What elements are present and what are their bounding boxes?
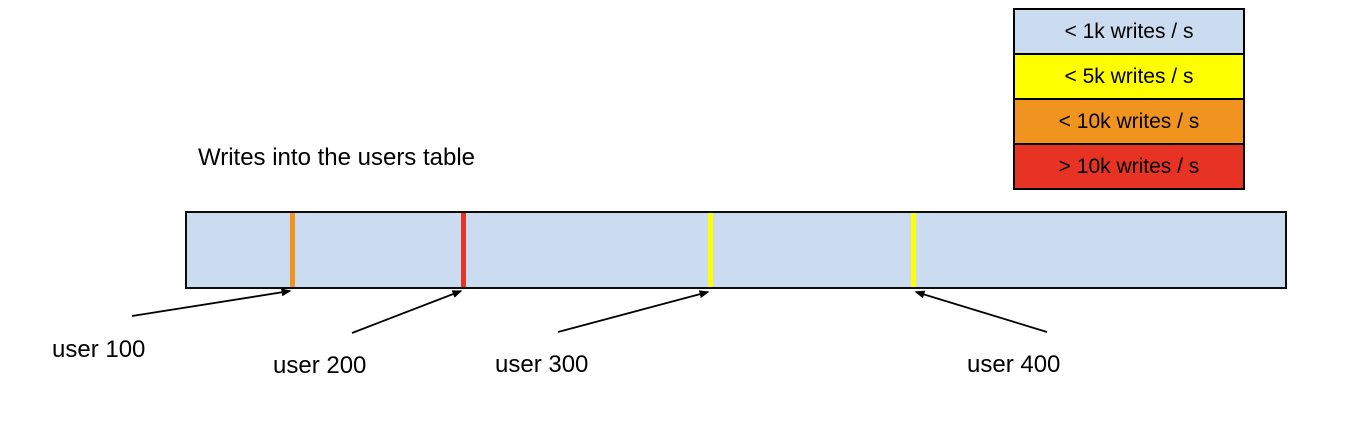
label-user-100: user 100 <box>52 336 146 363</box>
arrow-user-300 <box>557 290 710 333</box>
legend-item-lt-10k: < 10k writes / s <box>1013 98 1245 145</box>
legend-item-lt-5k: < 5k writes / s <box>1013 53 1245 100</box>
label-user-400: user 400 <box>967 351 1061 378</box>
legend-item-lt-1k: < 1k writes / s <box>1013 8 1245 55</box>
legend-item-gt-10k: > 10k writes / s <box>1013 143 1245 190</box>
hotspot-marker-user-200 <box>461 213 466 287</box>
arrow-user-100 <box>131 288 292 317</box>
label-user-300: user 300 <box>495 351 589 378</box>
hotspot-marker-user-400 <box>911 213 916 287</box>
hotspot-marker-user-100 <box>290 213 295 287</box>
arrow-user-200 <box>351 290 463 334</box>
arrow-user-400 <box>914 290 1048 333</box>
label-user-200: user 200 <box>273 352 367 379</box>
hotspot-marker-user-300 <box>708 213 713 287</box>
diagram-title: Writes into the users table <box>198 144 476 171</box>
write-rate-legend: < 1k writes / s < 5k writes / s < 10k wr… <box>1013 8 1245 190</box>
users-table-bar <box>185 211 1287 289</box>
